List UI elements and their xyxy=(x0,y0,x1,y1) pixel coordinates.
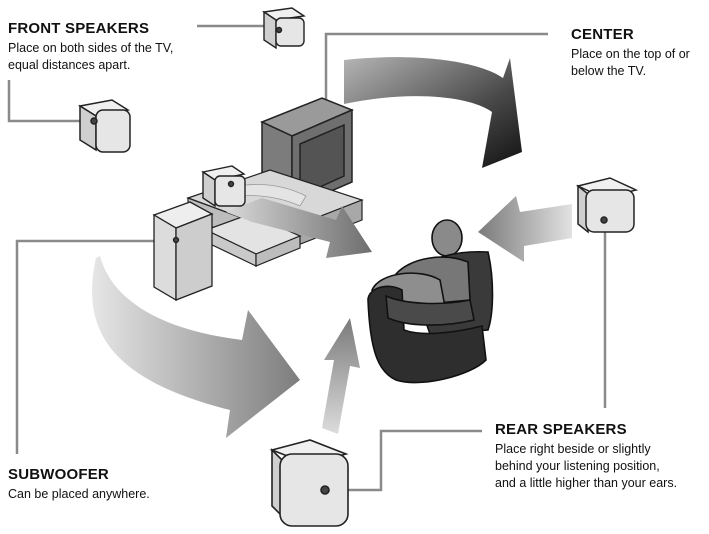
callout-front-left xyxy=(7,80,84,123)
subwoofer-label: SUBWOOFER Can be placed anywhere. xyxy=(8,466,150,503)
rear-speaker-bottom xyxy=(269,439,349,527)
subwoofer-arrow xyxy=(92,256,301,438)
subwoofer-desc-line-1: Can be placed anywhere. xyxy=(8,487,150,501)
callout-lines xyxy=(7,24,607,492)
center-label: CENTER Place on the top of or below the … xyxy=(571,26,690,80)
rear-bottom-arrow xyxy=(322,318,360,434)
rear-speakers-desc-line-2: behind your listening position, xyxy=(495,459,660,473)
receiver-unit xyxy=(204,213,302,267)
front-speaker-left xyxy=(77,99,131,153)
center-light-arrow xyxy=(235,184,307,207)
front-speakers-desc-line-2: equal distances apart. xyxy=(8,58,131,72)
callout-subwoofer xyxy=(15,239,162,454)
rear-speakers-label: REAR SPEAKERS Place right beside or slig… xyxy=(495,421,677,492)
rear-speakers-desc-line-1: Place right beside or slightly xyxy=(495,442,651,456)
center-title: CENTER xyxy=(571,26,634,43)
front-speakers-title: FRONT SPEAKERS xyxy=(8,20,150,37)
center-sweep-arrow xyxy=(344,57,522,168)
rear-speakers-title: REAR SPEAKERS xyxy=(495,421,627,438)
front-arrow xyxy=(226,198,372,258)
front-speakers-label: FRONT SPEAKERS Place on both sides of th… xyxy=(8,20,173,74)
front-speakers-desc-line-1: Place on both sides of the TV, xyxy=(8,41,174,55)
rear-speakers-desc-line-3: and a little higher than your ears. xyxy=(495,476,678,490)
rear-speaker-right xyxy=(575,177,639,234)
center-desc-line-1: Place on the top of or xyxy=(571,47,690,61)
rear-right-arrow xyxy=(478,196,572,262)
center-speaker xyxy=(201,165,246,208)
armchair-listener xyxy=(367,219,494,384)
callout-center xyxy=(324,32,548,104)
subwoofer-box xyxy=(152,201,214,302)
callout-rear-bottom xyxy=(325,429,482,492)
front-speaker-top xyxy=(262,7,306,50)
center-desc-line-2: below the TV. xyxy=(571,64,647,78)
subwoofer-title: SUBWOOFER xyxy=(8,466,109,483)
